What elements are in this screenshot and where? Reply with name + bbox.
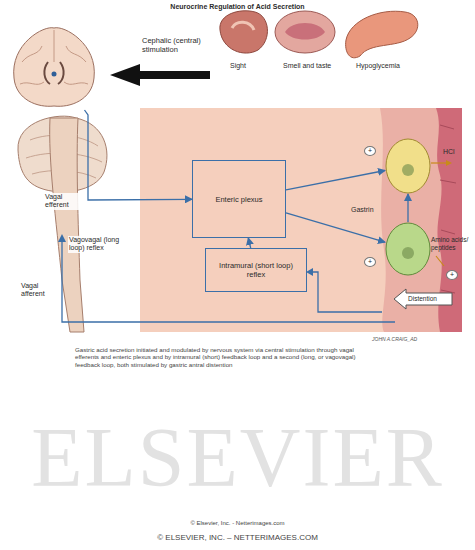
hcl-arrow-head bbox=[446, 160, 452, 166]
gland-lines bbox=[440, 125, 456, 293]
edge-label: Vagal efferent bbox=[44, 193, 86, 210]
brain-ventricles bbox=[44, 62, 63, 84]
brain-section: Cephalic (central) stimulation bbox=[8, 22, 100, 110]
plus-sign: + bbox=[364, 146, 376, 156]
cell-label: Gastrin bbox=[351, 206, 374, 214]
gland-cell: Gastrin bbox=[385, 222, 431, 276]
nerve-connector bbox=[248, 238, 250, 248]
cell-drawing bbox=[385, 138, 431, 194]
afferent-head bbox=[58, 234, 66, 242]
amino-arrow bbox=[436, 256, 444, 266]
stimulus-label: Amino acids/ peptides bbox=[431, 236, 471, 252]
short-loop-wire bbox=[311, 272, 382, 312]
cell-body bbox=[386, 223, 430, 275]
brain-drawing bbox=[8, 22, 100, 110]
watermark: ELSEVIER bbox=[0, 408, 475, 509]
sight-icon bbox=[220, 11, 268, 53]
smell-icon bbox=[275, 11, 335, 53]
nerve-connector bbox=[286, 213, 385, 242]
pathway-label: Vagal afferent bbox=[20, 282, 60, 299]
distention-arrow bbox=[394, 289, 452, 309]
sight-icon-detail bbox=[232, 22, 254, 30]
cell-nucleus bbox=[402, 247, 414, 259]
nerve-connector bbox=[407, 194, 408, 222]
copyright: © Elsevier, Inc. - Netterimages.com bbox=[0, 520, 475, 527]
box-text: Enteric plexus bbox=[197, 195, 281, 204]
nerve-connector bbox=[85, 110, 193, 200]
cell-nucleus bbox=[402, 164, 414, 176]
stimulus-label: Hypoglycemia bbox=[356, 62, 400, 70]
box-text: Intramural (short loop) reflex bbox=[210, 261, 302, 279]
stimulus-label: Smell and taste bbox=[283, 62, 331, 70]
cell-drawing bbox=[385, 222, 431, 276]
plexus-box: Enteric plexus bbox=[192, 160, 286, 238]
plus-sign: + bbox=[364, 257, 376, 267]
plexus-box: Intramural (short loop) reflex bbox=[205, 248, 307, 292]
brainstem bbox=[50, 118, 84, 332]
stimulus-label: Sight bbox=[230, 62, 246, 70]
caption: Gastric acid secretion initiated and mod… bbox=[75, 346, 375, 368]
pancreas-icon bbox=[346, 11, 418, 58]
stimulus-label: Distention bbox=[408, 295, 450, 303]
hcl-arrow bbox=[431, 162, 448, 163]
pointer-arrow bbox=[110, 64, 210, 86]
cell-label: HCl bbox=[443, 148, 455, 156]
pathway-label: Vagovagal (long loop) reflex bbox=[68, 236, 136, 253]
plus-sign: + bbox=[446, 270, 458, 280]
title: Neurocrine Regulation of Acid Secretion bbox=[0, 3, 475, 11]
nerve-connector bbox=[286, 171, 385, 190]
brain-gyri bbox=[20, 30, 88, 84]
brain-outline bbox=[14, 28, 95, 107]
short-loop-head bbox=[306, 268, 313, 276]
smell-icon-detail bbox=[285, 23, 325, 40]
copyright: © ELSEVIER, INC. – NETTERIMAGES.COM bbox=[0, 533, 475, 543]
mucosa bbox=[380, 108, 462, 332]
cell-body bbox=[386, 139, 430, 193]
signature: JOHN A.CRAIG_AD bbox=[372, 336, 417, 342]
node-heading: Cephalic (central) stimulation bbox=[142, 36, 208, 54]
gland-cell: HCl bbox=[385, 138, 431, 194]
nucleus-dot bbox=[52, 72, 57, 77]
